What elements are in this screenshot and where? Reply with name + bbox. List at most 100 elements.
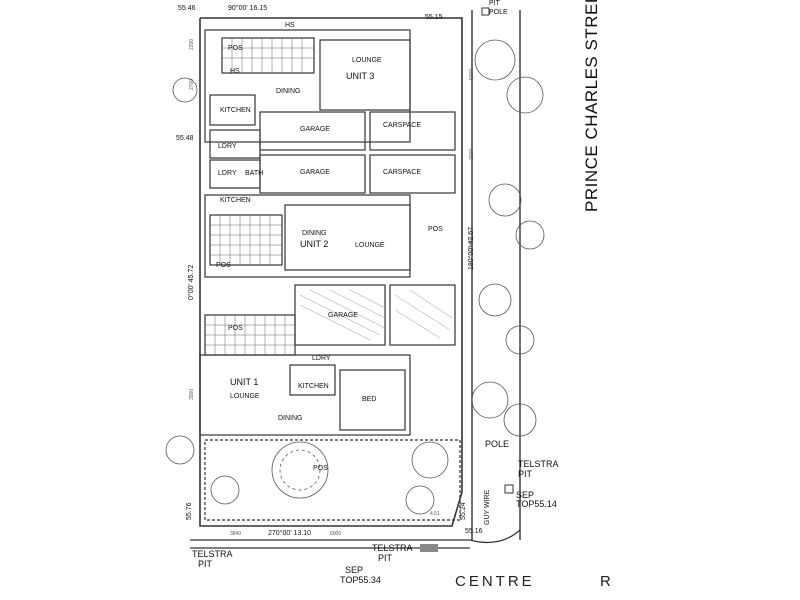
unit2-pos-label: POS <box>216 262 231 269</box>
site-boundary <box>199 17 463 527</box>
unit2-pos-right-label: POS <box>428 226 443 233</box>
unit1-lounge-label: LOUNGE <box>230 393 260 400</box>
bearing-left: 0°00' 45.72 <box>188 264 195 300</box>
unit3-label: UNIT 3 <box>346 71 375 81</box>
rear-pos <box>204 439 461 521</box>
tree <box>474 39 516 81</box>
telstra-bottom-left-label: TELSTRA <box>192 549 233 559</box>
unit2-lounge-label: LOUNGE <box>355 242 385 249</box>
tree <box>471 381 509 419</box>
unit3-kitchen-box <box>209 94 256 126</box>
tree <box>172 77 198 103</box>
unit3-lounge-label: LOUNGE <box>352 57 382 64</box>
unit2-carspace-label: CARSPACE <box>383 169 421 176</box>
unit3-garage-label: GARAGE <box>300 126 330 133</box>
unit2-garage <box>259 154 366 194</box>
pit-top-label: PIT <box>489 0 500 7</box>
dim-2000: 2000 <box>469 148 475 160</box>
dim-4-51: 4.51 <box>430 511 440 517</box>
level-bottom-right: 55.24 <box>460 502 467 520</box>
telstra-right-label: TELSTRA <box>518 459 559 469</box>
pole-label: POLE <box>485 439 510 449</box>
pit-bottom-left-label: PIT <box>198 559 213 569</box>
unit2-garage-label: GARAGE <box>300 169 330 176</box>
pit-right-label: PIT <box>518 469 533 479</box>
sep-right-label: SEP <box>516 490 535 500</box>
level-left-mid: 55.48 <box>176 135 194 142</box>
tree <box>503 403 537 437</box>
tree <box>505 325 535 355</box>
prince-charles-street-label: PRINCE CHARLES STREET <box>582 0 601 212</box>
paving-grids <box>205 38 314 355</box>
level-top-left: 55.46 <box>178 5 196 12</box>
pit-bottom-mid-label: PIT <box>378 553 393 563</box>
trees <box>165 39 545 515</box>
unit2-kitchen-label: KITCHEN <box>220 197 251 204</box>
tree <box>271 441 329 499</box>
hs-left-label: HS <box>230 68 240 75</box>
ldry-upper <box>209 129 261 159</box>
tree <box>411 441 449 479</box>
dim-2200: 2200 <box>189 38 195 50</box>
road-curve <box>469 529 521 543</box>
unit3-pos-box <box>221 37 315 74</box>
bearing-top: 90°00' 16.15 <box>228 5 268 12</box>
hs-top-label: HS <box>285 22 295 29</box>
unit1-kitchen-label: KITCHEN <box>298 383 329 390</box>
tree <box>165 435 195 465</box>
tree <box>478 283 512 317</box>
guy-wire-label: GUY WIRE <box>484 489 491 525</box>
dim-2700: 2700 <box>189 78 195 90</box>
pit-top-marker <box>481 7 490 16</box>
unit1-carspace <box>389 284 456 346</box>
unit3-pos-label: POS <box>228 45 243 52</box>
unit2-pos-box <box>209 214 283 266</box>
unit1-garage-label: GARAGE <box>328 312 358 319</box>
unit1-ldry-label: LDRY <box>312 355 331 362</box>
ldry-upper-label: LDRY <box>218 143 237 150</box>
tree <box>515 220 545 250</box>
unit2-dining-label: DINING <box>302 230 327 237</box>
unit3-dining-label: DINING <box>276 88 301 95</box>
utility-symbols <box>420 7 514 552</box>
top-right-label: TOP55.14 <box>516 499 557 509</box>
garage-hatching <box>299 289 453 341</box>
sep-bottom-label: SEP <box>345 565 364 575</box>
ldry-lower-label: LDRY <box>218 170 237 177</box>
unit1-dining-label: DINING <box>278 415 303 422</box>
tree <box>279 449 321 491</box>
level-top-right: 55.15 <box>425 14 443 21</box>
unit2-label: UNIT 2 <box>300 239 329 249</box>
unit2-dining-lounge <box>284 204 411 271</box>
unit1-bed-label: BED <box>362 396 377 403</box>
unit3-lounge-box <box>319 39 411 111</box>
unit1-kitchen <box>289 364 336 396</box>
tree <box>488 183 522 217</box>
unit3-kitchen-label: KITCHEN <box>220 107 251 114</box>
sep-right-marker <box>504 484 514 494</box>
unit1-outline <box>199 354 411 436</box>
unit3-carspace <box>369 111 456 151</box>
tree <box>405 485 435 515</box>
tree <box>210 475 240 505</box>
level-bottom-corner: 55.16 <box>465 528 483 535</box>
level-bottom-left: 55.76 <box>186 502 193 520</box>
dim-6000: 6000 <box>330 531 342 537</box>
telstra-bottom-mid-label: TELSTRA <box>372 543 413 553</box>
centre-road-label: CENTRE <box>455 573 535 590</box>
top-bottom-label: TOP55.34 <box>340 575 381 585</box>
bath-label: BATH <box>245 170 264 177</box>
dim-5000: 5000 <box>469 68 475 80</box>
unit1-bed <box>339 369 406 431</box>
unit2-carspace <box>369 154 456 194</box>
centre-road-label-cut: R <box>600 573 614 590</box>
unit1-pos-rear-label: POS <box>313 465 328 472</box>
unit1-pos-label: POS <box>228 325 243 332</box>
dim-3840: 3840 <box>230 531 242 537</box>
tree <box>506 76 544 114</box>
unit3-carspace-label: CARSPACE <box>383 122 421 129</box>
pit-bottom-mid-marker <box>420 544 438 552</box>
bearing-bottom: 270°00' 13.10 <box>268 530 312 537</box>
dim-3500: 3500 <box>189 388 195 400</box>
